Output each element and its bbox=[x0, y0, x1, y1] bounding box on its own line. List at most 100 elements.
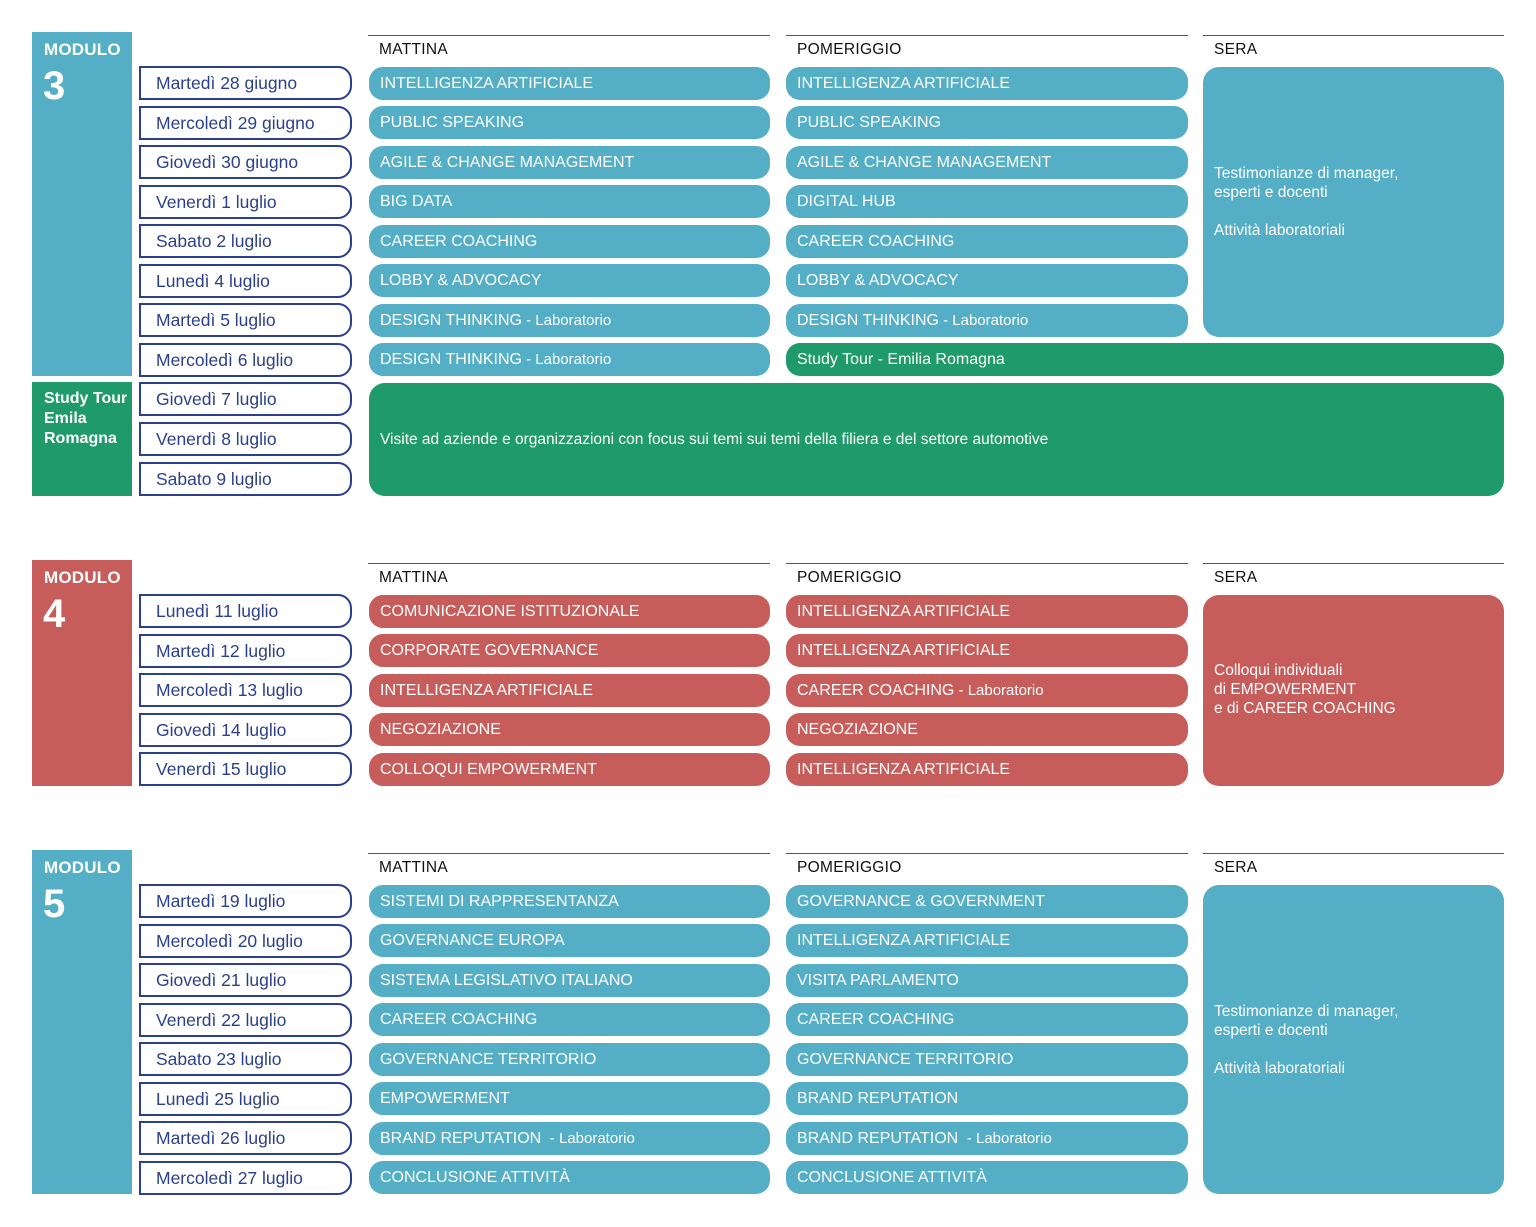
module-number: 3 bbox=[43, 64, 66, 108]
afternoon-session: CAREER COACHING bbox=[786, 1003, 1188, 1036]
morning-session: DESIGN THINKING - Laboratorio bbox=[369, 304, 770, 337]
date-cell: Martedì 5 luglio bbox=[139, 303, 352, 337]
evening-text: Testimonianze di manager, bbox=[1214, 165, 1399, 182]
afternoon-session: CONCLUSIONE ATTIVITÀ bbox=[786, 1161, 1188, 1194]
module-label: MODULO bbox=[44, 568, 121, 587]
afternoon-session: DESIGN THINKING - Laboratorio bbox=[786, 304, 1188, 337]
date-cell: Giovedì 21 luglio bbox=[139, 963, 352, 997]
morning-session: COLLOQUI EMPOWERMENT bbox=[369, 753, 770, 786]
morning-session: INTELLIGENZA ARTIFICIALE bbox=[369, 67, 770, 100]
module-3-block: MODULO 3 bbox=[32, 32, 132, 376]
header-morning: MATTINA bbox=[368, 563, 770, 593]
evening-text: esperti e docenti bbox=[1214, 1022, 1328, 1039]
afternoon-session: INTELLIGENZA ARTIFICIALE bbox=[786, 634, 1188, 667]
afternoon-session: DIGITAL HUB bbox=[786, 185, 1188, 218]
evening-box: Colloqui individuali di EMPOWERMENT e di… bbox=[1203, 595, 1504, 786]
header-afternoon: POMERIGGIO bbox=[786, 563, 1188, 593]
header-afternoon: POMERIGGIO bbox=[786, 35, 1188, 65]
date-cell: Sabato 2 luglio bbox=[139, 224, 352, 258]
date-cell: Sabato 9 luglio bbox=[139, 462, 352, 496]
morning-session: AGILE & CHANGE MANAGEMENT bbox=[369, 146, 770, 179]
morning-session: INTELLIGENZA ARTIFICIALE bbox=[369, 674, 770, 707]
date-cell: Martedì 28 giugno bbox=[139, 66, 352, 100]
afternoon-session: INTELLIGENZA ARTIFICIALE bbox=[786, 924, 1188, 957]
morning-session: GOVERNANCE EUROPA bbox=[369, 924, 770, 957]
evening-box: Testimonianze di manager, esperti e doce… bbox=[1203, 67, 1504, 337]
morning-session: LOBBY & ADVOCACY bbox=[369, 264, 770, 297]
module-4-block: MODULO 4 bbox=[32, 560, 132, 786]
evening-text: e di CAREER COACHING bbox=[1214, 700, 1396, 717]
morning-session: PUBLIC SPEAKING bbox=[369, 106, 770, 139]
morning-session: COMUNICAZIONE ISTITUZIONALE bbox=[369, 595, 770, 628]
date-cell: Mercoledì 20 luglio bbox=[139, 924, 352, 958]
afternoon-session: BRAND REPUTATION bbox=[786, 1082, 1188, 1115]
morning-session: NEGOZIAZIONE bbox=[369, 713, 770, 746]
afternoon-session: INTELLIGENZA ARTIFICIALE bbox=[786, 595, 1188, 628]
date-cell: Lunedì 4 luglio bbox=[139, 264, 352, 298]
date-cell: Martedì 19 luglio bbox=[139, 884, 352, 918]
date-cell: Giovedì 14 luglio bbox=[139, 713, 352, 747]
module-label: MODULO bbox=[44, 40, 121, 59]
evening-text: Attività laboratoriali bbox=[1214, 222, 1345, 239]
header-evening: SERA bbox=[1203, 563, 1504, 593]
header-morning: MATTINA bbox=[368, 853, 770, 883]
afternoon-session: PUBLIC SPEAKING bbox=[786, 106, 1188, 139]
afternoon-session: INTELLIGENZA ARTIFICIALE bbox=[786, 67, 1188, 100]
morning-session: BIG DATA bbox=[369, 185, 770, 218]
date-cell: Mercoledì 29 giugno bbox=[139, 106, 352, 140]
study-tour-label: Emila bbox=[44, 410, 87, 427]
date-cell: Mercoledì 27 luglio bbox=[139, 1161, 352, 1195]
date-cell: Giovedì 7 luglio bbox=[139, 382, 352, 416]
afternoon-session: AGILE & CHANGE MANAGEMENT bbox=[786, 146, 1188, 179]
evening-text: esperti e docenti bbox=[1214, 184, 1328, 201]
evening-text: Attività laboratoriali bbox=[1214, 1060, 1345, 1077]
evening-box: Testimonianze di manager, esperti e doce… bbox=[1203, 885, 1504, 1194]
study-tour-description: Visite ad aziende e organizzazioni con f… bbox=[369, 383, 1504, 496]
morning-session: CORPORATE GOVERNANCE bbox=[369, 634, 770, 667]
date-cell: Lunedì 11 luglio bbox=[139, 594, 352, 628]
date-cell: Venerdì 15 luglio bbox=[139, 752, 352, 786]
module-number: 5 bbox=[43, 882, 66, 926]
date-cell: Sabato 23 luglio bbox=[139, 1042, 352, 1076]
date-cell: Martedì 26 luglio bbox=[139, 1121, 352, 1155]
study-tour-block: Study Tour Emila Romagna bbox=[32, 382, 132, 496]
afternoon-session: NEGOZIAZIONE bbox=[786, 713, 1188, 746]
header-afternoon: POMERIGGIO bbox=[786, 853, 1188, 883]
morning-session: CAREER COACHING bbox=[369, 1003, 770, 1036]
date-cell: Mercoledì 6 luglio bbox=[139, 343, 352, 377]
study-tour-label: Study Tour bbox=[44, 390, 128, 407]
morning-session: BRAND REPUTATION - Laboratorio bbox=[369, 1122, 770, 1155]
afternoon-session: INTELLIGENZA ARTIFICIALE bbox=[786, 753, 1188, 786]
morning-session: EMPOWERMENT bbox=[369, 1082, 770, 1115]
evening-text: di EMPOWERMENT bbox=[1214, 681, 1357, 698]
afternoon-session: GOVERNANCE TERRITORIO bbox=[786, 1043, 1188, 1076]
morning-session: CONCLUSIONE ATTIVITÀ bbox=[369, 1161, 770, 1194]
header-evening: SERA bbox=[1203, 853, 1504, 883]
afternoon-session: CAREER COACHING - Laboratorio bbox=[786, 674, 1188, 707]
study-tour-label: Romagna bbox=[44, 430, 117, 447]
date-cell: Venerdì 22 luglio bbox=[139, 1003, 352, 1037]
study-tour-session: Study Tour - Emilia Romagna bbox=[786, 343, 1504, 376]
afternoon-session: GOVERNANCE & GOVERNMENT bbox=[786, 885, 1188, 918]
morning-session: CAREER COACHING bbox=[369, 225, 770, 258]
morning-session: GOVERNANCE TERRITORIO bbox=[369, 1043, 770, 1076]
morning-session: DESIGN THINKING - Laboratorio bbox=[369, 343, 770, 376]
header-morning: MATTINA bbox=[368, 35, 770, 65]
evening-text: Colloqui individuali bbox=[1214, 662, 1343, 679]
module-5-block: MODULO 5 bbox=[32, 850, 132, 1194]
afternoon-session: LOBBY & ADVOCACY bbox=[786, 264, 1188, 297]
date-cell: Venerdì 1 luglio bbox=[139, 185, 352, 219]
date-cell: Giovedì 30 giugno bbox=[139, 145, 352, 179]
morning-session: SISTEMA LEGISLATIVO ITALIANO bbox=[369, 964, 770, 997]
module-label: MODULO bbox=[44, 858, 121, 877]
afternoon-session: BRAND REPUTATION - Laboratorio bbox=[786, 1122, 1188, 1155]
header-evening: SERA bbox=[1203, 35, 1504, 65]
afternoon-session: CAREER COACHING bbox=[786, 225, 1188, 258]
afternoon-session: VISITA PARLAMENTO bbox=[786, 964, 1188, 997]
evening-text: Testimonianze di manager, bbox=[1214, 1003, 1399, 1020]
date-cell: Venerdì 8 luglio bbox=[139, 422, 352, 456]
date-cell: Martedì 12 luglio bbox=[139, 634, 352, 668]
date-cell: Lunedì 25 luglio bbox=[139, 1082, 352, 1116]
module-number: 4 bbox=[43, 592, 66, 636]
morning-session: SISTEMI DI RAPPRESENTANZA bbox=[369, 885, 770, 918]
